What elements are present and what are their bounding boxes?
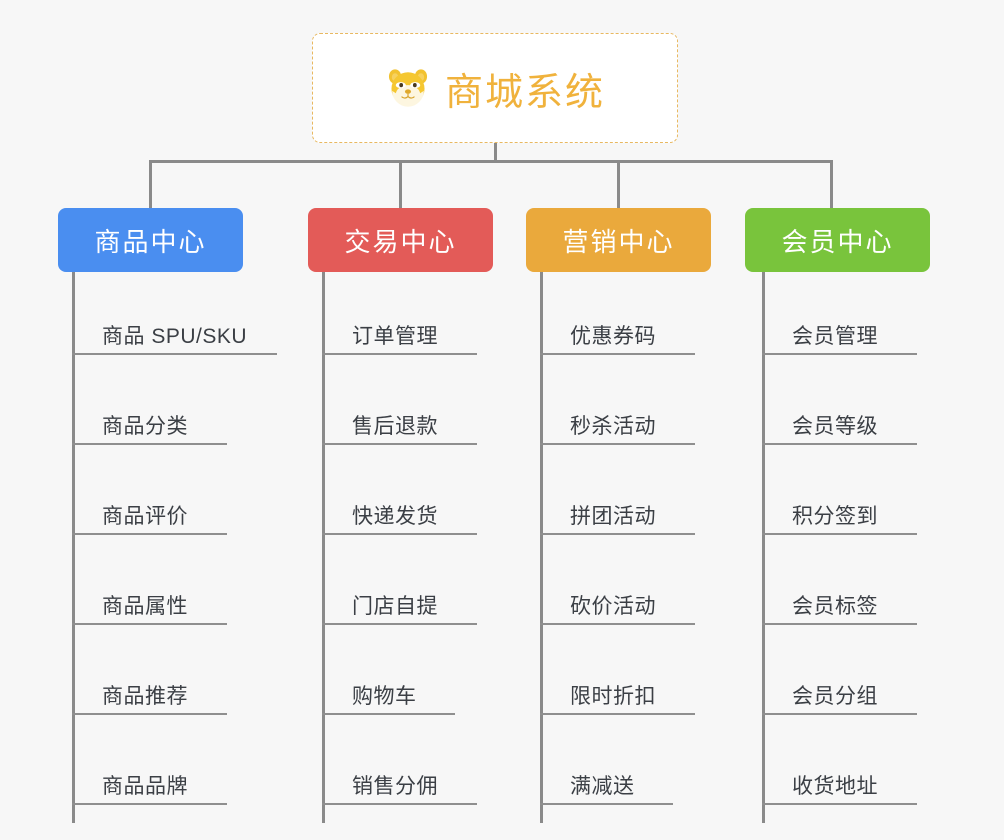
leaf-label: 快递发货 xyxy=(352,505,438,528)
branch-trunk-1 xyxy=(72,272,75,823)
drop-line-1 xyxy=(149,160,152,208)
category-box-3[interactable]: 营销中心 xyxy=(526,208,711,272)
category-label-2: 交易中心 xyxy=(344,226,457,257)
leaf-label: 订单管理 xyxy=(352,325,438,348)
leaf-label: 售后退款 xyxy=(352,415,438,438)
leaf-label: 秒杀活动 xyxy=(570,415,656,438)
leaf-underline xyxy=(322,713,455,715)
leaf-underline xyxy=(322,533,477,535)
drop-line-3 xyxy=(617,160,620,208)
leaf-underline xyxy=(72,353,277,355)
leaf-label: 收货地址 xyxy=(792,775,878,798)
leaf-underline xyxy=(72,533,227,535)
leaf-label: 商品属性 xyxy=(102,595,188,618)
shiba-dog-icon xyxy=(385,65,431,111)
leaf-underline xyxy=(72,713,227,715)
leaf-underline xyxy=(762,713,917,715)
leaf-underline xyxy=(762,623,917,625)
leaf-label: 商品 SPU/SKU xyxy=(102,325,248,348)
leaf-label: 商品分类 xyxy=(102,415,188,438)
leaf-label: 砍价活动 xyxy=(570,595,656,618)
leaf-underline xyxy=(322,803,477,805)
leaf-label: 门店自提 xyxy=(352,595,438,618)
leaf-label: 商品推荐 xyxy=(102,685,188,708)
leaf-underline xyxy=(540,713,695,715)
leaf-label: 限时折扣 xyxy=(570,685,656,708)
leaf-label: 购物车 xyxy=(352,685,417,708)
category-label-1: 商品中心 xyxy=(94,226,207,257)
drop-line-2 xyxy=(399,160,402,208)
leaf-label: 商品品牌 xyxy=(102,775,188,798)
leaf-label: 会员等级 xyxy=(792,415,878,438)
leaf-underline xyxy=(540,803,673,805)
leaf-underline xyxy=(540,623,695,625)
leaf-label: 销售分佣 xyxy=(352,775,438,798)
leaf-underline xyxy=(540,443,695,445)
leaf-underline xyxy=(322,353,477,355)
leaf-label: 会员标签 xyxy=(792,595,878,618)
leaf-label: 满减送 xyxy=(570,775,635,798)
leaf-label: 会员分组 xyxy=(792,685,878,708)
leaf-underline xyxy=(540,353,695,355)
root-node[interactable]: 商城系统 xyxy=(312,33,678,143)
category-box-1[interactable]: 商品中心 xyxy=(58,208,243,272)
leaf-underline xyxy=(72,443,227,445)
category-box-4[interactable]: 会员中心 xyxy=(745,208,930,272)
leaf-underline xyxy=(762,353,917,355)
category-box-2[interactable]: 交易中心 xyxy=(308,208,493,272)
category-label-3: 营销中心 xyxy=(562,226,675,257)
leaf-label: 拼团活动 xyxy=(570,505,656,528)
category-label-4: 会员中心 xyxy=(781,226,894,257)
bus-line xyxy=(149,160,833,163)
leaf-underline xyxy=(72,623,227,625)
leaf-underline xyxy=(322,623,477,625)
leaf-underline xyxy=(322,443,477,445)
root-stem-line xyxy=(494,143,497,163)
leaf-underline xyxy=(762,443,917,445)
leaf-underline xyxy=(72,803,227,805)
leaf-underline xyxy=(762,533,917,535)
leaf-label: 积分签到 xyxy=(792,505,878,528)
leaf-underline xyxy=(762,803,917,805)
leaf-label: 优惠券码 xyxy=(570,325,656,348)
branch-trunk-2 xyxy=(322,272,325,823)
branch-trunk-4 xyxy=(762,272,765,823)
branch-trunk-3 xyxy=(540,272,543,823)
root-title: 商城系统 xyxy=(444,71,605,114)
leaf-underline xyxy=(540,533,695,535)
drop-line-4 xyxy=(830,160,833,208)
leaf-label: 会员管理 xyxy=(792,325,878,348)
leaf-label: 商品评价 xyxy=(102,505,188,528)
